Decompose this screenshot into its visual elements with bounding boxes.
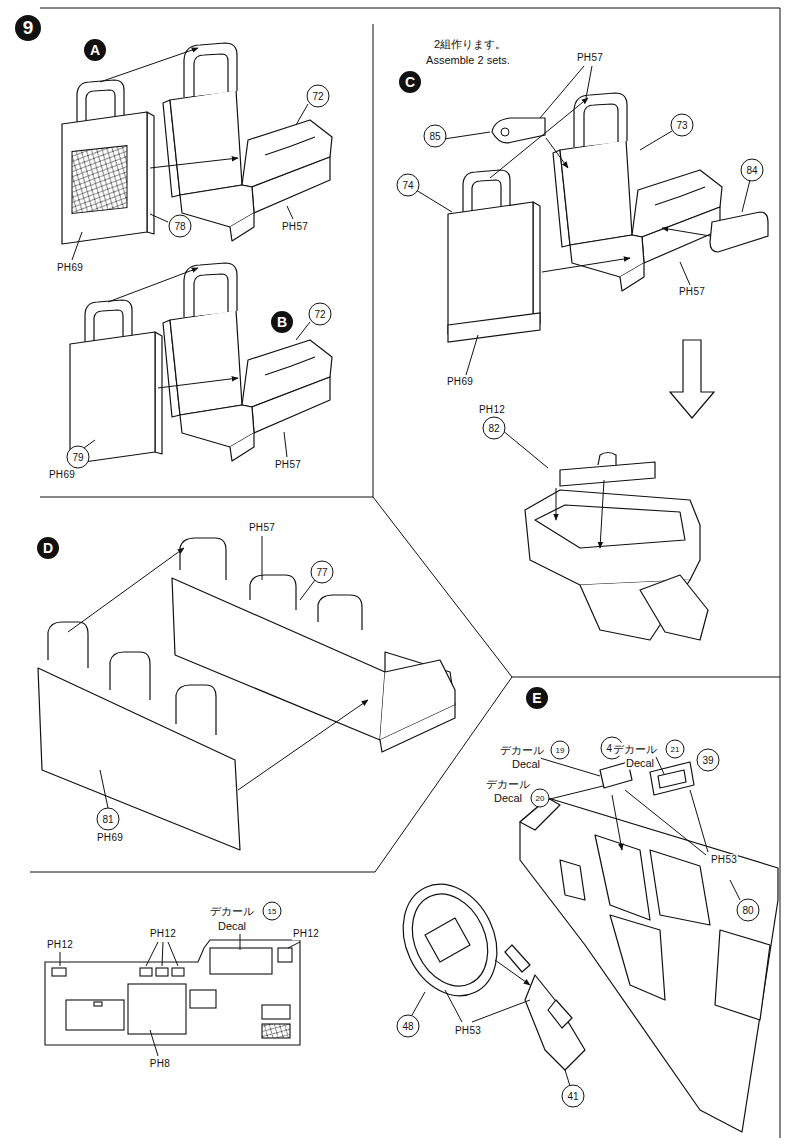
decal-label: デカール [612,743,658,756]
part-number: 82 [483,417,506,440]
paint-code: PH57 [576,52,604,64]
decal-number: 19 [551,741,570,760]
part-number: 77 [311,561,334,584]
part-number: 72 [309,303,332,326]
paint-code: PH57 [274,459,302,471]
panel-letter: C [399,71,421,93]
decal-label: Decal [493,792,523,805]
decal-label: デカール [499,744,545,757]
paint-code: PH69 [48,469,76,481]
paint-code: PH8 [149,1058,171,1070]
decal-label: Decal [217,920,247,933]
panel-letter: B [271,311,293,333]
note-text: Assemble 2 sets. [426,54,510,67]
part-number: 85 [424,125,447,148]
decal-number: 20 [531,789,550,808]
decal-label: Decal [625,757,655,770]
note-text: 2組作ります。 [434,38,506,51]
part-number: 39 [697,749,720,772]
panel-letter: A [84,39,106,61]
part-number: 80 [737,899,760,922]
decal-label: Decal [511,758,541,771]
decal-number: 21 [666,740,685,759]
part-number: 73 [671,114,694,137]
part-number: 84 [741,159,764,182]
part-number: 72 [307,85,330,108]
paint-code: PH69 [96,832,124,844]
part-number: 81 [97,808,120,831]
part-number: 74 [397,174,420,197]
decal-label: デカール [209,905,255,918]
paint-code: PH57 [281,221,309,233]
paint-code: PH12 [46,939,74,951]
paint-code: PH69 [56,262,84,274]
panel-letter: E [526,687,548,709]
part-number: 79 [67,446,90,469]
paint-code: PH12 [292,928,320,940]
paint-code: PH12 [478,404,506,416]
step-number: 9 [15,15,41,41]
paint-code: PH69 [446,376,474,388]
part-number: 41 [562,1085,585,1108]
decal-number: 15 [263,902,282,921]
paint-code: PH53 [710,854,738,866]
panel-letter: D [37,537,59,559]
part-number: 78 [169,215,192,238]
part-number: 48 [397,1015,420,1038]
paint-code: PH57 [678,286,706,298]
decal-label: デカール [485,778,531,791]
paint-code: PH57 [248,522,276,534]
paint-code: PH12 [149,928,177,940]
paint-code: PH53 [454,1025,482,1037]
